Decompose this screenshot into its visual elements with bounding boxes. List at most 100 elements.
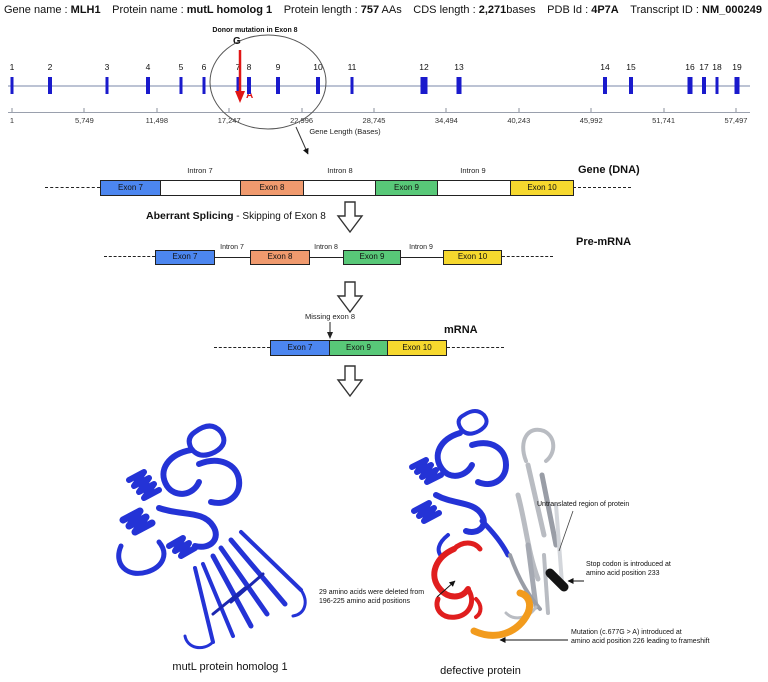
dna-exon10-box: Exon 10: [510, 180, 574, 196]
dna-exon7-box: Exon 7: [100, 180, 161, 196]
protein-left-structure: [116, 423, 307, 650]
blue-ribbon-group: [116, 423, 307, 650]
pre-mrna-intron8-label: Intron 8: [314, 244, 338, 251]
pre-mrna-exon9-box: Exon 9: [343, 250, 401, 265]
exon-tick: [734, 77, 740, 94]
exon-tick: [702, 77, 706, 94]
stop-codon-annotation: Stop codon is introduced at amino acid p…: [586, 560, 671, 578]
flow-arrow-3: [336, 365, 364, 398]
scale-tick-label: 45,992: [579, 116, 603, 125]
dna-intron9-label: Intron 9: [460, 166, 486, 175]
protein-left-caption: mutL protein homolog 1: [172, 661, 288, 673]
exon-tick: [420, 77, 428, 94]
exon-number: 12: [419, 62, 429, 72]
exon-number: 11: [347, 62, 357, 72]
protein-name-field: Protein name : mutL homolog 1: [112, 4, 272, 16]
ref-allele: G: [233, 36, 241, 47]
exon-tick: [236, 77, 240, 94]
pre-mrna-exon8-box: Exon 8: [250, 250, 310, 265]
scale-tick: [156, 108, 158, 112]
splicing-note-bold: Aberrant Splicing: [146, 210, 234, 222]
field-value: 2,271: [478, 4, 507, 16]
field-label: Protein name :: [112, 4, 187, 16]
scale-axis-line: [8, 112, 750, 113]
field-suffix: AAs: [379, 4, 402, 16]
field-label: Gene name :: [4, 4, 71, 16]
field-label: Protein length :: [283, 4, 361, 16]
field-suffix: bases: [506, 4, 536, 16]
exon-number: 18: [712, 62, 722, 72]
pre-mrna-dash-left: [104, 256, 155, 257]
scale-tick-label: 22,996: [290, 116, 314, 125]
splicing-note-rest: - Skipping of Exon 8: [233, 211, 326, 222]
gene-name-field: Gene name : MLH1: [4, 4, 101, 16]
pre-mrna-dash-right: [502, 256, 553, 257]
exon-number: 17: [699, 62, 709, 72]
flow-arrow-1: [336, 201, 364, 234]
exon-number: 1: [9, 62, 15, 72]
scale-tick-label: 11,498: [145, 116, 168, 125]
mrna-exon7-box: Exon 7: [270, 340, 330, 356]
pre-mrna-exon10-box: Exon 10: [443, 250, 502, 265]
missing-exon-label: Missing exon 8: [304, 312, 356, 321]
field-label: Transcript ID :: [630, 4, 703, 16]
scale-tick-label: 28,745: [362, 116, 386, 125]
scale-tick: [301, 108, 303, 112]
protein-length-field: Protein length : 757 AAs: [284, 4, 402, 16]
scale-tick-label: 5,749: [75, 116, 94, 125]
exon-number: 10: [313, 62, 323, 72]
scale-tick-label: 57,497: [724, 116, 748, 125]
gene-length-axis-label: Gene Length (Bases): [309, 127, 381, 136]
annotation-line: Untranslated region of protein: [537, 501, 630, 508]
annotation-line: Mutation (c.677G > A) introduced at: [571, 629, 682, 636]
exon-tick: [629, 77, 633, 94]
scale-tick-label: 40,243: [507, 116, 531, 125]
scale-tick: [83, 108, 85, 112]
exon-number: 16: [685, 62, 695, 72]
untranslated-annotation: Untranslated region of protein: [537, 500, 629, 509]
pre-mrna-backbone-line: [155, 257, 502, 258]
deleted-annotation: 29 amino acids were deleted from 196-225…: [319, 588, 424, 606]
scale-tick-label: 1: [9, 116, 15, 125]
dna-dash-left: [45, 187, 100, 188]
exon-tick: [350, 77, 354, 94]
annotation-line: 29 amino acids were deleted from: [319, 589, 425, 596]
exon-number: 9: [275, 62, 281, 72]
exon-tick: [105, 77, 109, 94]
field-label: PDB Id :: [547, 4, 592, 16]
exon-number: 4: [145, 62, 151, 72]
exon-tick: [276, 77, 280, 94]
mrna-title: mRNA: [444, 324, 478, 336]
exon-number: 2: [47, 62, 53, 72]
transcript-id-field: Transcript ID : NM_000249: [630, 4, 762, 16]
gene-dna-title: Gene (DNA): [578, 164, 640, 176]
exon-tick: [179, 77, 183, 94]
gene-axis-line: [8, 85, 750, 87]
header-bar: Gene name : MLH1 Protein name : mutL hom…: [0, 0, 768, 16]
field-label: CDS length :: [413, 4, 479, 16]
scale-tick: [663, 108, 665, 112]
exon-tick: [456, 77, 462, 94]
pre-mrna-exon7-box: Exon 7: [155, 250, 215, 265]
exon-number: 6: [201, 62, 207, 72]
field-value: mutL homolog 1: [186, 4, 273, 16]
field-value: NM_000249: [702, 4, 762, 16]
scale-tick: [445, 108, 447, 112]
exon-number: 19: [732, 62, 742, 72]
dna-intron9-box: [437, 180, 511, 196]
protein-right-structure: [409, 409, 569, 639]
exon-tick: [146, 77, 150, 94]
scale-tick: [11, 108, 13, 112]
field-value: MLH1: [70, 4, 101, 16]
scale-tick: [735, 108, 737, 112]
scale-tick: [518, 108, 520, 112]
annotation-line: amino acid position 226 leading to frame…: [571, 638, 710, 645]
missing-exon-arrowhead: [327, 332, 333, 339]
defective-red-group: [431, 540, 483, 620]
exon-number: 7: [235, 62, 241, 72]
splicing-note: Aberrant Splicing - Skipping of Exon 8: [146, 210, 326, 222]
exon-number: 14: [600, 62, 610, 72]
exon-number: 5: [178, 62, 184, 72]
pdb-id-field: PDB Id : 4P7A: [547, 4, 619, 16]
